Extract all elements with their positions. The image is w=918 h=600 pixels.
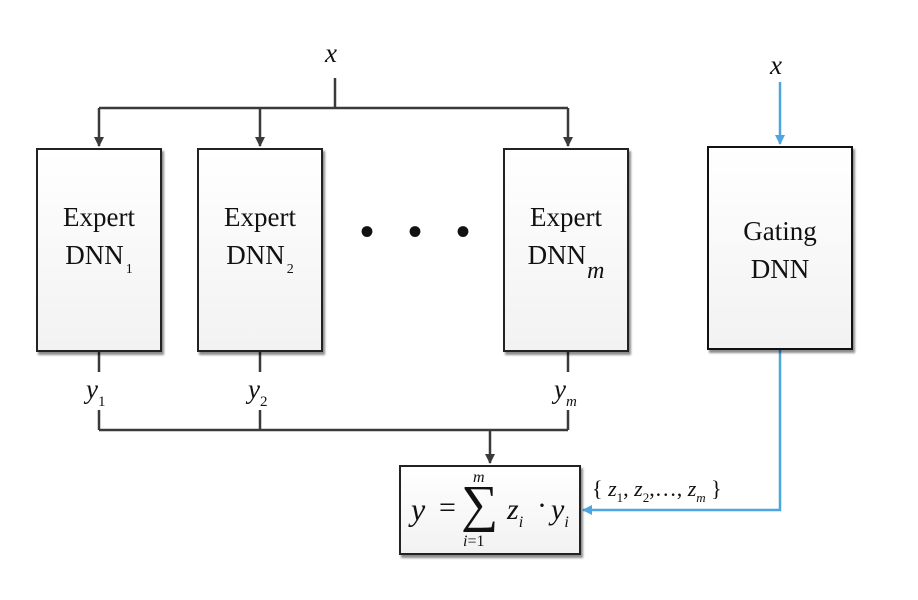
output-y1: y1 bbox=[86, 374, 106, 410]
expert-dnn-m: Expert DNNm bbox=[503, 148, 629, 352]
output-y2: y2 bbox=[248, 374, 268, 410]
gating-dnn: Gating DNN bbox=[707, 146, 853, 350]
gate-output-wire bbox=[582, 350, 782, 515]
gating-text: Gating DNN bbox=[743, 216, 817, 284]
expert-m-text: Expert DNNm bbox=[527, 202, 605, 284]
input-x-label: x bbox=[325, 38, 337, 68]
weighted-sum-formula: y = m ∑ i=1 zi · yi bbox=[411, 469, 569, 550]
gate-input-x-label: x bbox=[770, 50, 782, 80]
output-ym: ym bbox=[554, 374, 577, 410]
ellipsis: • • • bbox=[360, 209, 483, 254]
weighted-sum-box: y = m ∑ i=1 zi · yi bbox=[399, 465, 581, 555]
gating-weights-label: { z1, z2,…, zm } bbox=[592, 476, 722, 505]
